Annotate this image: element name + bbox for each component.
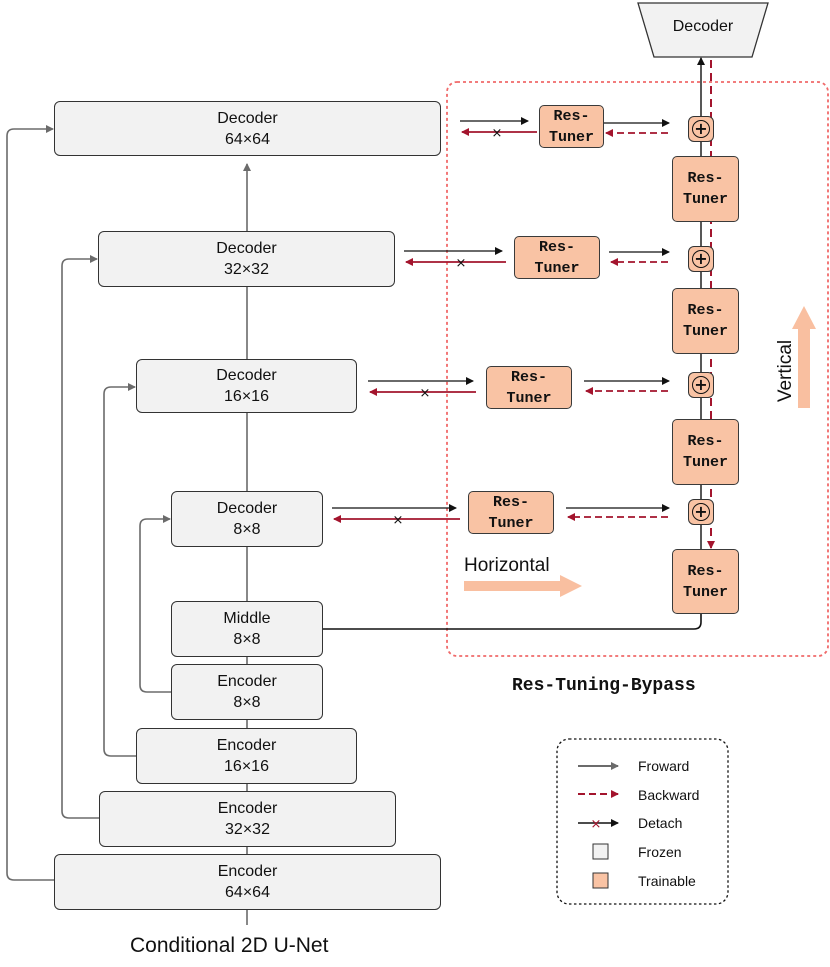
plus-icon: + xyxy=(692,503,710,521)
horizontal-big-arrow xyxy=(464,575,582,597)
top-decoder-shape xyxy=(637,2,769,58)
tuner-label-bottom: Tuner xyxy=(682,191,728,208)
encoder-16-block: Encoder 16×16 xyxy=(136,728,357,784)
row4-detach-cross: × xyxy=(393,513,404,528)
encoder-32-block: Encoder 32×32 xyxy=(99,791,396,847)
tuner-label-top: Res- xyxy=(687,302,724,319)
plus-icon: + xyxy=(692,120,710,138)
legend-frozen-swatch xyxy=(592,843,609,860)
encoder-64-name: Encoder xyxy=(217,863,278,880)
sum-node-1: + xyxy=(688,116,714,142)
decoder-32-name: Decoder xyxy=(216,240,277,257)
row1-detach-cross: × xyxy=(492,126,503,141)
horizontal-tuner-1: Res- Tuner xyxy=(539,105,604,148)
decoder-64-size: 64×64 xyxy=(225,130,270,148)
tuner-label-top: Res- xyxy=(687,433,724,450)
legend-forward-label: Froward xyxy=(638,758,690,774)
legend-trainable-swatch xyxy=(592,872,609,889)
row2-detach-cross: × xyxy=(456,256,467,271)
encoder-64-block: Encoder 64×64 xyxy=(54,854,441,910)
sum-node-3: + xyxy=(688,372,714,398)
tuner-label-top: Res- xyxy=(687,170,724,187)
encoder-32-size: 32×32 xyxy=(225,821,270,838)
tuner-label-top: Res- xyxy=(553,107,590,125)
plus-icon: + xyxy=(692,250,710,268)
vertical-tuner-3: Res- Tuner xyxy=(672,419,739,485)
encoder-8-name: Encoder xyxy=(217,673,277,690)
encoder-8-block: Encoder 8×8 xyxy=(171,664,323,720)
vertical-label: Vertical xyxy=(775,339,796,403)
bypass-title: Res-Tuning-Bypass xyxy=(512,676,696,696)
decoder-32-block: Decoder 32×32 xyxy=(98,231,395,287)
vertical-big-arrow xyxy=(792,306,816,408)
legend-frozen-label: Frozen xyxy=(638,844,682,860)
bypass-region-border xyxy=(446,81,829,657)
skip-connection-8 xyxy=(139,515,172,693)
horizontal-tuner-2: Res- Tuner xyxy=(514,236,600,279)
tuner-label-bottom: Tuner xyxy=(682,583,728,601)
decoder-8-name: Decoder xyxy=(216,500,278,517)
middle-block: Middle 8×8 xyxy=(171,601,323,657)
horizontal-tuner-3: Res- Tuner xyxy=(486,366,572,409)
legend-detach-label: Detach xyxy=(638,815,683,831)
skip-connection-16 xyxy=(103,383,136,757)
tuner-label-bottom: Tuner xyxy=(534,259,580,277)
encoder-8-size: 8×8 xyxy=(233,694,261,711)
encoder-16-size: 16×16 xyxy=(224,758,269,775)
plus-icon: + xyxy=(692,376,710,394)
tuner-label-bottom: Tuner xyxy=(682,454,728,471)
horizontal-label: Horizontal xyxy=(464,555,550,576)
tuner-label-top: Res- xyxy=(687,562,724,580)
middle-size: 8×8 xyxy=(233,631,261,648)
legend-detach-cross-icon: × xyxy=(591,817,602,832)
tuner-label-bottom: Tuner xyxy=(682,323,728,340)
skip-connection-64 xyxy=(6,125,54,881)
encoder-32-name: Encoder xyxy=(217,800,278,817)
encoder-64-size: 64×64 xyxy=(225,884,270,901)
vertical-tuner-4: Res- Tuner xyxy=(672,549,739,614)
tuner-label-top: Res- xyxy=(492,493,529,511)
horizontal-tuner-4: Res- Tuner xyxy=(468,491,554,534)
sum-node-2: + xyxy=(688,246,714,272)
tuner-label-bottom: Tuner xyxy=(488,514,534,532)
skip-connection-32 xyxy=(61,255,99,819)
sum-node-4: + xyxy=(688,499,714,525)
tuner-label-bottom: Tuner xyxy=(506,389,552,407)
decoder-16-block: Decoder 16×16 xyxy=(136,359,357,413)
legend-box xyxy=(556,738,729,905)
decoder-16-size: 16×16 xyxy=(224,388,269,405)
vertical-tuner-2: Res- Tuner xyxy=(672,288,739,354)
decoder-64-block: Decoder 64×64 xyxy=(54,101,441,156)
decoder-8-size: 8×8 xyxy=(233,521,261,538)
top-decoder-label: Decoder xyxy=(672,18,734,35)
tuner-label-bottom: Tuner xyxy=(548,128,594,146)
encoder-16-name: Encoder xyxy=(216,737,277,754)
legend-backward-label: Backward xyxy=(638,787,700,803)
decoder-16-name: Decoder xyxy=(216,367,277,384)
unet-caption: Conditional 2D U-Net xyxy=(130,934,329,957)
vertical-tuner-1: Res- Tuner xyxy=(672,156,739,222)
decoder-8-block: Decoder 8×8 xyxy=(171,491,323,547)
row3-detach-cross: × xyxy=(420,386,431,401)
tuner-label-top: Res- xyxy=(510,368,547,386)
decoder-64-name: Decoder xyxy=(217,109,278,127)
tuner-label-top: Res- xyxy=(538,238,575,256)
middle-to-bypass-line xyxy=(322,614,702,630)
middle-name: Middle xyxy=(223,610,271,627)
legend-trainable-label: Trainable xyxy=(638,873,696,889)
decoder-32-size: 32×32 xyxy=(224,261,269,278)
